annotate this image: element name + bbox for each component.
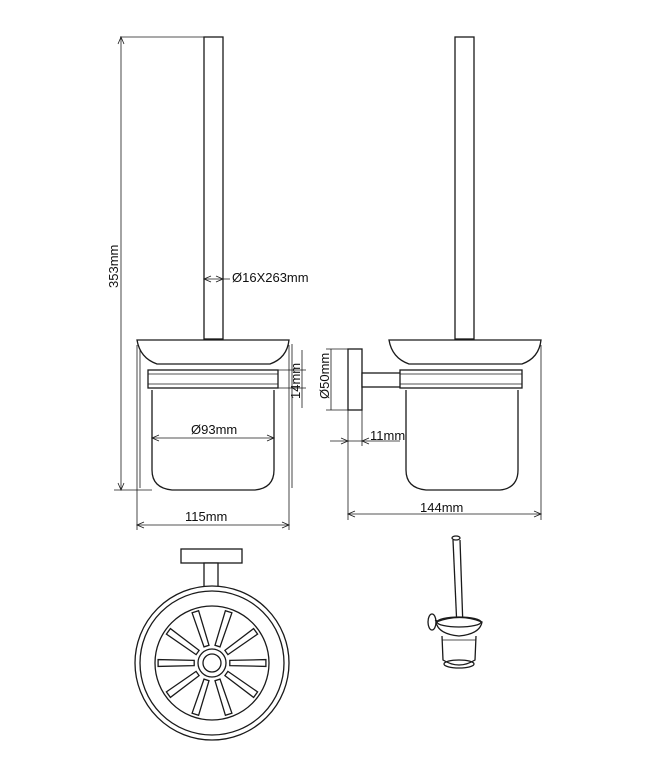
brush-spokes <box>157 609 267 717</box>
brush-spoke <box>165 627 200 656</box>
dim-wall-offset: 11mm <box>370 428 405 443</box>
brush-spoke <box>224 670 259 699</box>
brush-spoke <box>191 678 210 717</box>
dim-cup-diameter: Ø93mm <box>191 422 237 437</box>
front-cup <box>151 390 275 491</box>
side-arm <box>361 372 405 388</box>
dim-total-height: 353mm <box>106 245 121 288</box>
front-view <box>136 36 293 491</box>
side-view <box>347 36 542 491</box>
side-dish <box>388 339 542 365</box>
front-ring <box>147 369 279 389</box>
dim-rod: Ø16X263mm <box>232 270 309 285</box>
side-ring <box>399 369 523 389</box>
brush-spoke <box>229 658 267 668</box>
product-thumbnail <box>427 535 483 669</box>
front-rod <box>203 36 224 340</box>
brush-spoke <box>224 627 259 656</box>
top-view <box>134 548 290 741</box>
side-wall-base <box>347 348 363 411</box>
side-dimensions <box>326 345 543 520</box>
brush-spoke <box>191 609 210 648</box>
brush-spoke <box>157 658 195 668</box>
brush-spoke <box>165 670 200 699</box>
side-rod <box>454 36 475 340</box>
dim-base-diameter: Ø50mm <box>317 353 332 399</box>
top-arm <box>203 562 219 589</box>
front-dish <box>136 339 290 365</box>
side-cup <box>405 390 519 491</box>
dim-front-width: 115mm <box>185 509 227 524</box>
dim-side-depth: 144mm <box>420 500 463 515</box>
front-dimensions <box>114 35 306 530</box>
brush-spoke <box>214 609 233 648</box>
brush-spoke <box>214 678 233 717</box>
dim-ring-height: 14mm <box>288 363 303 399</box>
top-wall-plate <box>180 548 243 564</box>
